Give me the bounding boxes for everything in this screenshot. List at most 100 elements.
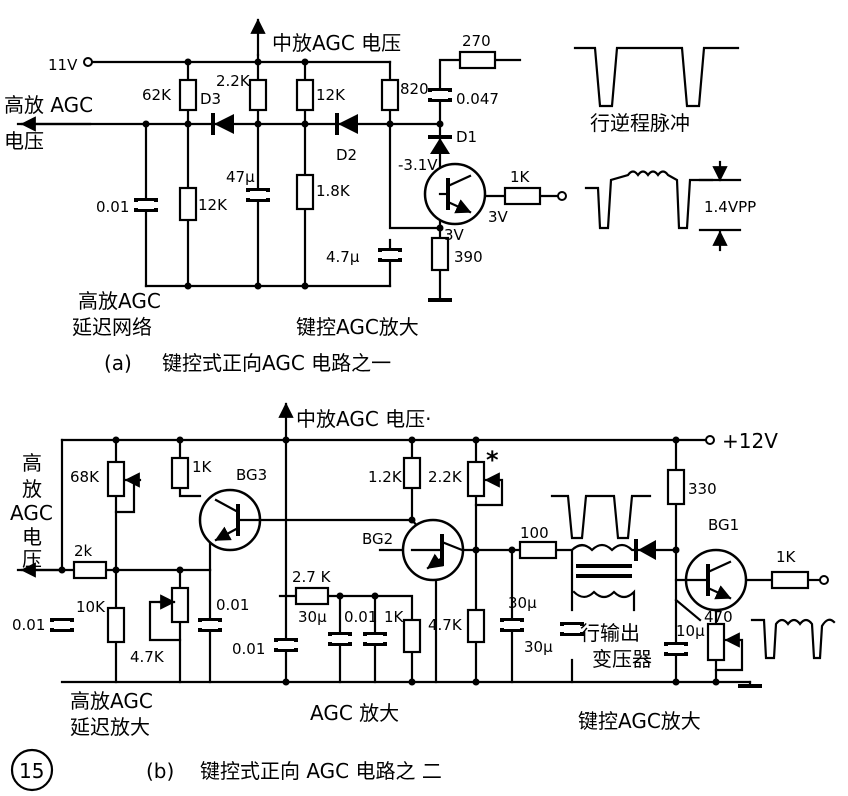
label-820: 820 <box>400 80 429 98</box>
label-if-agc-b: 中放AGC 电压· <box>296 407 432 431</box>
capacitor-0-047 <box>428 88 452 102</box>
label-rf-agc-a-2: 电压 <box>4 129 44 153</box>
flyback-pulse-waveform <box>573 46 740 108</box>
capacitor-47u-top <box>246 188 270 202</box>
label-68k: 68K <box>70 468 100 486</box>
capacitor-0-01-b4 <box>363 632 387 646</box>
label-1k-bg3: 1K <box>192 458 213 476</box>
label-keyed-agc-amp-a: 键控AGC放大 <box>296 315 419 339</box>
label-470: 470 <box>704 608 733 626</box>
diagram-b: 中放AGC 电压· +12V 高 放 AGC 电 压 68K 1K BG3 1.… <box>10 402 836 792</box>
diode-d2 <box>335 113 358 135</box>
label-bg2: BG2 <box>362 530 393 548</box>
label-rf-delay-network-2: 延迟网络 <box>72 315 152 339</box>
label-rf-agc-b-1: 高 <box>22 451 42 475</box>
label-12k-top: 12K <box>316 86 346 104</box>
resistor-1k-c <box>770 570 810 590</box>
resistor-4-7k-a <box>170 586 190 624</box>
label-d2: D2 <box>336 146 357 164</box>
capacitor-30u-a <box>328 632 352 646</box>
label-1k-a: 1K <box>510 168 531 186</box>
caption-a: 键控式正向AGC 电路之一 <box>162 351 391 375</box>
label-rf-delay-network-1: 高放AGC <box>78 289 161 313</box>
capacitor-30u-b <box>500 618 524 632</box>
resistor-1k-a <box>503 186 542 206</box>
label-0-01-b4: 0.01 <box>344 608 377 626</box>
label-12k-bottom: 12K <box>198 196 228 214</box>
label-100: 100 <box>520 524 549 542</box>
junctions-b <box>58 436 720 686</box>
label-rf-delay-amp-2: 延迟放大 <box>70 715 150 739</box>
label-2-2k-b: 2.2K <box>428 468 463 486</box>
label-390: 390 <box>454 248 483 266</box>
label-rf-delay-amp-1: 高放AGC <box>70 689 153 713</box>
label-2k: 2k <box>74 542 93 560</box>
terminal-out-b <box>819 575 829 585</box>
resistor-68k <box>106 460 126 498</box>
label-bg1: BG1 <box>708 516 739 534</box>
terminal-out-a <box>557 191 567 201</box>
resistor-2k <box>72 560 108 580</box>
resistor-330 <box>666 468 686 506</box>
resistor-10k <box>106 606 126 644</box>
label-keyed-agc-amp-b: 键控AGC放大 <box>578 709 701 733</box>
label-bg3: BG3 <box>236 466 267 484</box>
label-11v: 11V <box>48 56 78 74</box>
label-10k: 10K <box>76 598 106 616</box>
label-270: 270 <box>462 32 491 50</box>
capacitor-30u-c <box>560 622 584 636</box>
label-1-2k: 1.2K <box>368 468 403 486</box>
resistor-1k-bg3 <box>170 456 190 490</box>
label-30u-a: 30μ <box>298 608 327 626</box>
transistor-bg3 <box>198 488 262 552</box>
capacitor-4-7u-bottom <box>378 248 402 262</box>
label-4-7k-a: 4.7K <box>130 648 165 666</box>
junctions-a <box>142 58 444 290</box>
label-agc-amp: AGC 放大 <box>310 701 399 725</box>
label-12v: +12V <box>722 429 778 453</box>
label-2-7k: 2.7 K <box>292 568 332 586</box>
flyback-transformer <box>570 543 638 612</box>
label-4-7k-b: 4.7K <box>428 616 463 634</box>
diode-d3 <box>211 113 234 135</box>
label-0-01-a: 0.01 <box>96 198 129 216</box>
resistor-470 <box>706 622 726 662</box>
terminal-11v <box>83 57 93 67</box>
label-1k-c: 1K <box>776 548 797 566</box>
label-0-01-b3: 0.01 <box>232 640 265 658</box>
label-flyback-transformer-1: 行输出 <box>580 621 640 645</box>
resistor-4-7k-b <box>466 608 486 644</box>
label-3v-emitter: 3V <box>444 226 465 244</box>
resistor-1-8k <box>295 173 315 211</box>
resistor-2-7k <box>294 586 330 606</box>
resistor-12k-top <box>295 78 315 112</box>
label-star: * <box>486 446 499 474</box>
label-rf-agc-b-2: 放 <box>22 477 42 501</box>
label-3v-collector: 3V <box>488 208 509 226</box>
label-rf-agc-b-4: 电 <box>22 525 42 549</box>
label-0-01-b2: 0.01 <box>216 596 249 614</box>
resistor-270 <box>458 50 497 70</box>
resistor-1k-b <box>402 618 422 654</box>
label-330: 330 <box>688 480 717 498</box>
diode-d1 <box>428 135 452 154</box>
transistor-bg1 <box>674 548 748 612</box>
terminal-12v <box>705 435 715 445</box>
label-d1: D1 <box>456 128 477 146</box>
label-62k: 62K <box>142 86 172 104</box>
label-2-2k-a: 2.2K <box>216 72 251 90</box>
figure-number-ring <box>10 748 54 792</box>
capacitor-0-01-b2 <box>198 618 222 632</box>
label-0-01-b1: 0.01 <box>12 616 45 634</box>
label-1k-b: 1K <box>384 608 405 626</box>
pulse-waveform-b <box>550 494 652 540</box>
capacitor-10u <box>664 642 688 656</box>
diode-bg1 <box>634 539 656 561</box>
label-flyback-transformer-2: 变压器 <box>592 647 652 671</box>
caption-tag-a: (a) <box>104 351 132 375</box>
resistor-820 <box>380 78 400 112</box>
label-30u-c: 30μ <box>524 638 553 656</box>
label-0-047: 0.047 <box>456 90 499 108</box>
capacitor-0-01-a <box>134 198 158 212</box>
